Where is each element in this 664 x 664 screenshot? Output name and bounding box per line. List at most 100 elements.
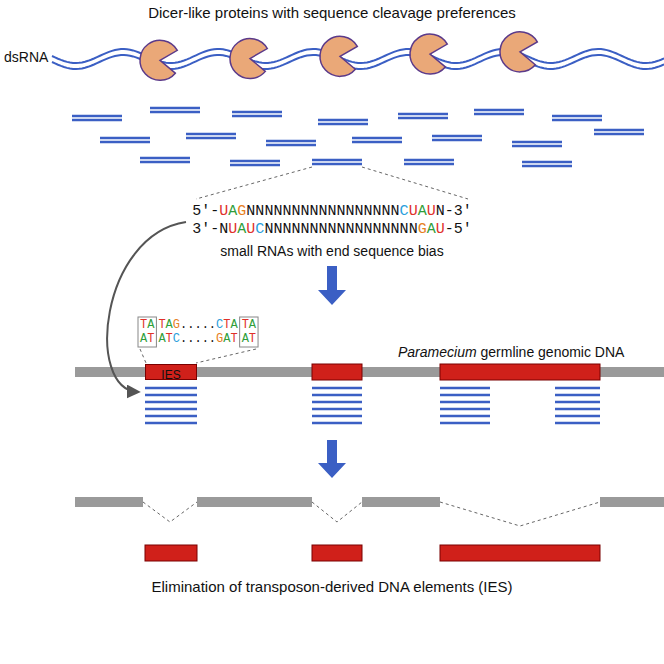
- sequence-letter: .: [187, 318, 194, 332]
- matching-small-rna: [145, 394, 197, 397]
- zoom-line: [140, 349, 146, 363]
- sequence-letter: N: [409, 221, 418, 238]
- label-part: Paramecium: [398, 344, 477, 360]
- matching-small-rna: [145, 401, 197, 404]
- sequence-letter: T: [223, 318, 230, 332]
- sequence-letter: N: [391, 203, 400, 220]
- sequence-letter: N: [382, 221, 391, 238]
- ta-boundary-box: [138, 317, 156, 347]
- small-rna-strand: [150, 111, 200, 114]
- matching-small-rna: [555, 394, 600, 397]
- matching-small-rna: [440, 394, 490, 397]
- sequence-letter: A: [223, 332, 230, 346]
- small-rna-strand: [100, 141, 150, 144]
- small-rna-strand: [512, 141, 562, 144]
- sequence-letter: T: [249, 332, 256, 346]
- sequence-letter: N: [255, 203, 264, 220]
- dicer-protein: [410, 34, 447, 74]
- sequence-letter: U: [436, 221, 445, 238]
- sequence-bottom-strand: 3'-NUAUCNNNNNNNNNNNNNNNNNGAU-5': [192, 221, 471, 239]
- sequence-caption: small RNAs with end sequence bias: [220, 243, 443, 260]
- sequence-letter: U: [219, 203, 228, 220]
- sequence-letter: N: [382, 203, 391, 220]
- sequence-letter: N: [318, 203, 327, 220]
- sequence-letter: N: [327, 203, 336, 220]
- somatic-dna: [75, 497, 143, 507]
- excision-join: [143, 502, 197, 522]
- matching-small-rna: [312, 422, 362, 425]
- process-arrow: [318, 440, 346, 478]
- small-rna-strand: [512, 145, 562, 148]
- small-rna-strand: [522, 165, 572, 168]
- small-rna-strand: [186, 137, 236, 140]
- sequence-letter: G: [418, 221, 427, 238]
- sequence-letter: .: [202, 318, 209, 332]
- somatic-dna: [197, 497, 312, 507]
- sequence-letter: A: [158, 332, 165, 346]
- sequence-letter: ': [201, 221, 210, 238]
- small-rna-strand: [232, 115, 282, 118]
- ies-label: IES: [161, 368, 180, 382]
- sequence-letter: N: [355, 203, 364, 220]
- sequence-letter: N: [391, 221, 400, 238]
- sequence-letter: ': [201, 203, 210, 220]
- sequence-letter: -: [210, 203, 219, 220]
- dicer-protein: [140, 40, 177, 80]
- small-rna-strand: [432, 139, 482, 142]
- sequence-letter: .: [209, 318, 216, 332]
- small-rna-strand: [318, 123, 368, 126]
- small-rna-strand: [72, 119, 122, 122]
- sequence-letter: N: [346, 203, 355, 220]
- sequence-letter: N: [327, 221, 336, 238]
- matching-small-rna: [145, 415, 197, 418]
- zoom-line: [196, 167, 312, 199]
- sequence-letter: 3: [192, 221, 201, 238]
- matching-small-rna: [312, 415, 362, 418]
- sequence-letter: N: [300, 221, 309, 238]
- sequence-letter: N: [346, 221, 355, 238]
- sequence-letter: N: [282, 221, 291, 238]
- sequence-letter: N: [364, 203, 373, 220]
- strand-label: dsRNA: [4, 49, 48, 66]
- dicer-proteins: [140, 32, 537, 80]
- sequence-letter: N: [264, 221, 273, 238]
- small-rna-strand: [474, 109, 524, 112]
- small-rna-strand: [352, 141, 402, 144]
- sequence-letter: N: [291, 203, 300, 220]
- ta-boundary-box: [240, 317, 258, 347]
- sequence-letter: T: [140, 318, 147, 332]
- matching-small-rna: [555, 401, 600, 404]
- excised-ies: [440, 545, 600, 561]
- sequence-letter: -: [445, 221, 454, 238]
- sequence-letter: A: [140, 332, 147, 346]
- matching-small-rna: [440, 415, 490, 418]
- sequence-letter: A: [427, 221, 436, 238]
- sequence-letter: U: [246, 221, 255, 238]
- small-rna-strand: [230, 164, 280, 167]
- sequence-letter: N: [318, 221, 327, 238]
- small-rna-strand: [266, 140, 316, 143]
- excised-ies: [312, 545, 362, 561]
- sequence-letter: N: [273, 221, 282, 238]
- sequence-letter: -: [445, 203, 454, 220]
- sequence-letter: C: [216, 318, 223, 332]
- ies-end-sequence: ATATC.....GATAT: [140, 332, 256, 346]
- sequence-letter: A: [249, 318, 256, 332]
- sequence-letter: N: [273, 203, 282, 220]
- excision-join: [440, 502, 600, 526]
- small-rna-strand: [594, 129, 644, 132]
- label-part: germline genomic DNA: [477, 344, 625, 360]
- sequence-letter: U: [409, 203, 418, 220]
- title: Dicer-like proteins with sequence cleava…: [148, 4, 516, 22]
- sequence-letter: N: [219, 221, 228, 238]
- zoom-line: [196, 349, 256, 363]
- matching-small-rna: [440, 408, 490, 411]
- sequence-letter: N: [300, 203, 309, 220]
- matching-small-rna: [555, 422, 600, 425]
- zoom-line: [362, 167, 468, 199]
- genome: [75, 364, 664, 561]
- sequence-letter: 3: [454, 203, 463, 220]
- sequence-top-strand: 5'-UAGNNNNNNNNNNNNNNNNNCUAUN-3': [192, 203, 471, 221]
- small-rna-strand: [318, 119, 368, 122]
